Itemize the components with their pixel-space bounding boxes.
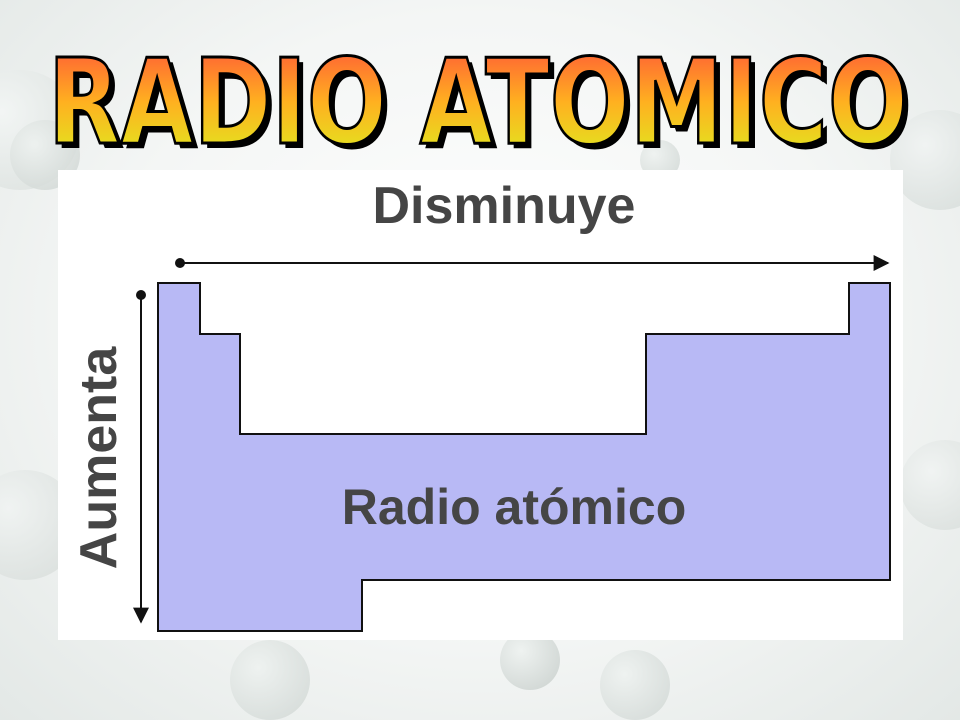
- side-label: Aumenta: [70, 346, 128, 570]
- background-bubble: [900, 440, 960, 530]
- diagram-panel: Disminuye Aumenta Radio atómico: [58, 170, 903, 640]
- background-bubble: [600, 650, 670, 720]
- page-title: RADIO ATOMICO: [48, 33, 908, 171]
- top-label: Disminuye: [373, 177, 636, 235]
- page-title-shadow: RADIO ATOMICO: [53, 38, 913, 175]
- center-label: Radio atómico: [342, 479, 686, 535]
- periodic-table-shape: [157, 282, 891, 632]
- periodic-trend-diagram: Disminuye Aumenta Radio atómico: [70, 177, 891, 632]
- title-banner: RADIO ATOMICO RADIO ATOMICO: [47, 32, 914, 176]
- background-bubble: [230, 640, 310, 720]
- background-bubble: [500, 630, 560, 690]
